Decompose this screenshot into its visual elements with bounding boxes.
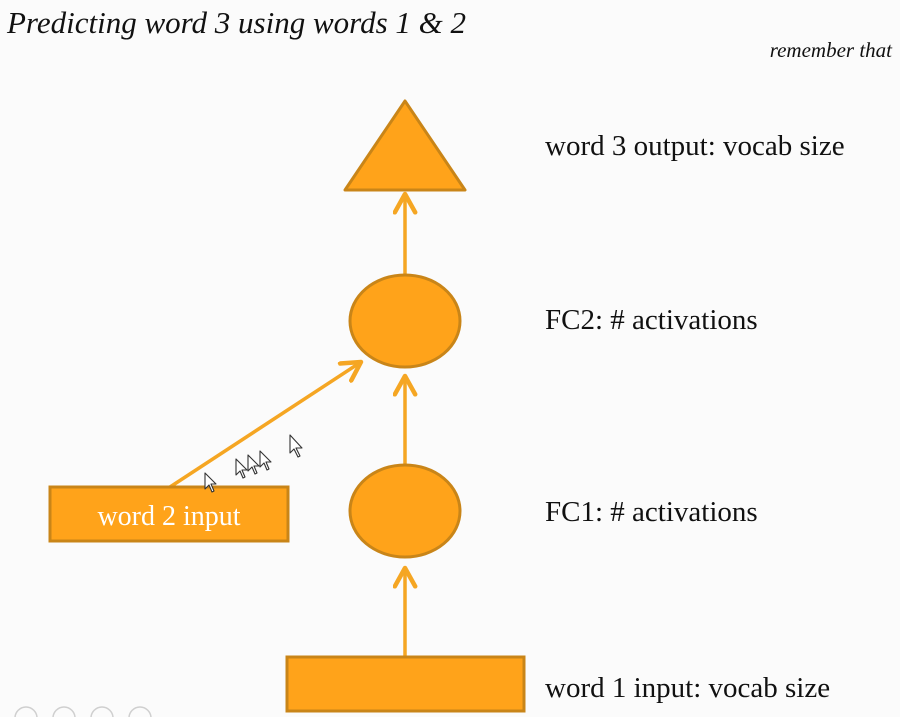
prev-slide-icon[interactable] (14, 706, 38, 717)
cursor-icon (247, 454, 260, 475)
word2-input-label: word 2 input (97, 501, 240, 532)
zoom-icon[interactable] (90, 706, 114, 717)
arrow-word2-to-fc2 (169, 362, 361, 489)
cursor-trail (204, 434, 303, 493)
remember-note: remember that (769, 38, 892, 62)
cursor-icon (235, 458, 248, 479)
word1-input-box (285, 655, 526, 713)
word1-layer-label: word 1 input: vocab size (545, 672, 831, 704)
fc1-layer-label: FC1: # activations (545, 496, 758, 528)
word2-input-box (48, 485, 290, 543)
fc2-node (348, 273, 462, 369)
cursor-icon (289, 434, 303, 458)
fc1-node (348, 463, 462, 559)
slide-title: Predicting word 3 using words 1 & 2 (7, 5, 466, 40)
fc2-layer-label: FC2: # activations (545, 304, 758, 336)
output-layer-label: word 3 output: vocab size (545, 130, 845, 162)
output-triangle (343, 99, 467, 192)
more-options-icon[interactable] (128, 706, 152, 717)
slide-controls[interactable] (10, 704, 170, 717)
pen-tool-icon[interactable] (52, 706, 76, 717)
cursor-icon (204, 472, 217, 493)
cursor-icon (259, 450, 272, 471)
